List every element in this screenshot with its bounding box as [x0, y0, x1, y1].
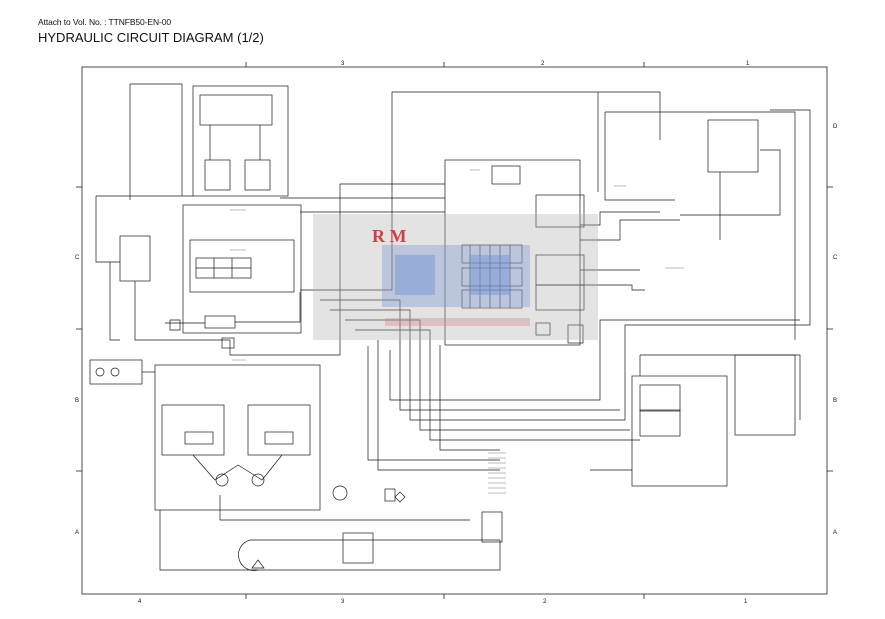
document-reference: Attach to Vol. No. : TTNFB50-EN-00 — [38, 17, 171, 27]
zone-label-top-2: 2 — [541, 61, 545, 67]
row-label-left-C: C — [75, 255, 80, 261]
hydraulic-lines — [89, 83, 811, 571]
drawing-frame — [76, 62, 833, 599]
zone-label-bottom-1: 1 — [744, 599, 748, 605]
page-title: HYDRAULIC CIRCUIT DIAGRAM (1/2) — [38, 30, 264, 45]
row-label-right-A: A — [833, 530, 837, 536]
row-label-left-B: B — [75, 398, 79, 404]
row-label-right-C: C — [833, 255, 838, 261]
row-label-right-B: B — [833, 398, 837, 404]
component-callout-marks — [230, 169, 684, 494]
row-label-left-A: A — [75, 530, 79, 536]
zone-label-bottom-4: 4 — [138, 599, 142, 605]
watermark-logo: R M — [313, 214, 598, 340]
zone-label-top-1: 1 — [746, 61, 750, 67]
zone-label-top-3: 3 — [341, 61, 345, 67]
zone-label-bottom-2: 2 — [543, 599, 547, 605]
zone-label-bottom-3: 3 — [341, 599, 345, 605]
watermark-text: R M — [372, 226, 407, 246]
row-label-right-D: D — [833, 124, 838, 130]
